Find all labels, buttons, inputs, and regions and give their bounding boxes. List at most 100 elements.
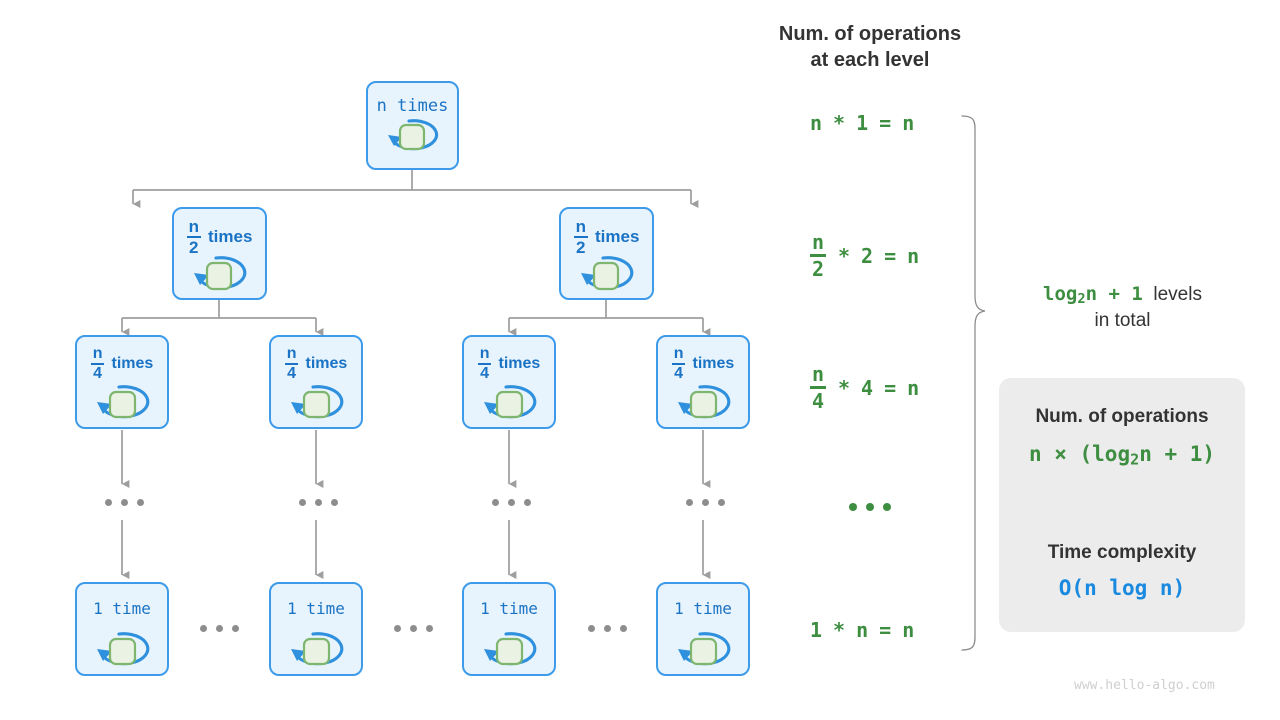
leaf-separator-2 bbox=[588, 625, 627, 632]
node-label: times bbox=[594, 227, 640, 246]
loop-arrow-icon bbox=[678, 385, 731, 419]
dot bbox=[883, 503, 891, 511]
operand-result: n bbox=[902, 618, 915, 642]
node-label: times bbox=[207, 227, 253, 246]
tree-node-level1-0[interactable]: n times bbox=[366, 81, 459, 170]
node-label: times bbox=[498, 354, 541, 372]
fraction-bar bbox=[810, 254, 826, 257]
operations-header-line1: Num. of operations bbox=[778, 23, 962, 45]
equals-sign: = bbox=[879, 618, 892, 642]
operand-result: n bbox=[902, 111, 915, 135]
fraction-denominator: 4 bbox=[287, 364, 297, 382]
fraction-denominator: 2 bbox=[576, 238, 586, 257]
tree-node-level3-1[interactable]: n 4 times bbox=[269, 335, 363, 429]
levels-formula-pre: log bbox=[1043, 283, 1078, 305]
levels-formula: log2n + 1 bbox=[1043, 283, 1143, 307]
dot bbox=[686, 499, 693, 506]
dot bbox=[394, 625, 401, 632]
tree-node-level5-2[interactable]: 1 time bbox=[462, 582, 556, 676]
fraction-bar bbox=[477, 362, 492, 365]
fraction-denominator: 2 bbox=[189, 238, 199, 257]
fraction: n 4 bbox=[90, 344, 105, 382]
fraction: n 4 bbox=[810, 364, 826, 411]
dot bbox=[299, 499, 306, 506]
tree-node-level3-0[interactable]: n 4 times bbox=[75, 335, 169, 429]
multiply-sign: * bbox=[833, 618, 846, 642]
operations-header-line2: at each level bbox=[810, 48, 930, 71]
fraction-denominator: 4 bbox=[93, 364, 103, 382]
fraction-numerator: n bbox=[188, 217, 199, 236]
fraction-denominator: 4 bbox=[674, 364, 684, 382]
fraction-denominator: 4 bbox=[811, 389, 825, 413]
node-label: times bbox=[111, 354, 154, 372]
dot bbox=[508, 499, 515, 506]
node-label: 1 time bbox=[674, 598, 732, 618]
dot bbox=[492, 499, 499, 506]
operand-result: n bbox=[907, 375, 920, 400]
card-title-complexity: Time complexity bbox=[1047, 542, 1197, 564]
node-label: 1 time bbox=[93, 598, 151, 618]
levels-text-after: levels bbox=[1153, 284, 1202, 305]
dot bbox=[426, 625, 433, 632]
fraction-denominator: 4 bbox=[480, 364, 490, 382]
loop-arrow-icon bbox=[581, 256, 634, 291]
tree-node-level3-3[interactable]: n 4 times bbox=[656, 335, 750, 429]
card-formula-complexity: O(n log n) bbox=[1058, 576, 1186, 601]
dot bbox=[200, 625, 207, 632]
loop-arrow-icon bbox=[97, 632, 150, 666]
fraction-numerator: n bbox=[92, 344, 103, 362]
fraction-numerator: n bbox=[286, 344, 297, 362]
multiply-sign: * bbox=[833, 111, 846, 135]
card-formula-operations: n × (log2n + 1) bbox=[1029, 442, 1215, 468]
card-title-operations: Num. of operations bbox=[1035, 406, 1209, 427]
fraction-bar bbox=[671, 362, 686, 365]
card-formula-post: n + 1) bbox=[1139, 442, 1216, 466]
multiply-sign: * bbox=[838, 243, 851, 268]
levels-formula-sub: 2 bbox=[1077, 291, 1086, 307]
operations-row-1: n * 1 = n bbox=[810, 111, 914, 135]
fraction: n 2 bbox=[573, 217, 588, 257]
fraction-bar bbox=[186, 236, 201, 238]
dot bbox=[315, 499, 322, 506]
dot bbox=[604, 625, 611, 632]
fraction: n 2 bbox=[186, 217, 201, 257]
tree-node-level5-1[interactable]: 1 time bbox=[269, 582, 363, 676]
tree-node-level5-0[interactable]: 1 time bbox=[75, 582, 169, 676]
operand-factor: 4 bbox=[861, 375, 874, 400]
tree-node-level2-0[interactable]: n 2 times bbox=[172, 207, 267, 300]
fraction-numerator: n bbox=[811, 230, 825, 254]
tree-ellipsis-3 bbox=[686, 499, 725, 506]
fraction-bar bbox=[284, 362, 299, 365]
operations-header: Num. of operations at each level bbox=[750, 22, 990, 73]
card-formula-sub: 2 bbox=[1130, 450, 1140, 469]
fraction: n 2 bbox=[810, 232, 826, 279]
levels-brace bbox=[961, 115, 986, 651]
node-label: 1 time bbox=[480, 598, 538, 618]
operand-lead: n bbox=[810, 111, 823, 135]
levels-note-line1: log2n + 1 levels bbox=[1010, 282, 1235, 309]
fraction: n 4 bbox=[284, 344, 299, 382]
fraction: n 4 bbox=[477, 345, 492, 382]
operations-row-3: n 4 * 4 = n bbox=[810, 364, 919, 411]
dot bbox=[866, 503, 874, 511]
leaf-separator-0 bbox=[200, 625, 239, 632]
loop-arrow-icon bbox=[484, 632, 537, 666]
card-formula-pre: n × (log bbox=[1028, 442, 1131, 466]
equals-sign: = bbox=[879, 111, 892, 135]
summary-card: Num. of operations n × (log2n + 1) Time … bbox=[999, 378, 1245, 632]
levels-formula-post: n + 1 bbox=[1085, 283, 1143, 305]
tree-node-level2-1[interactable]: n 2 times bbox=[559, 207, 654, 300]
fraction-numerator: n bbox=[575, 217, 586, 236]
fraction-bar bbox=[90, 362, 105, 365]
dot bbox=[524, 499, 531, 506]
watermark: www.hello-algo.com bbox=[1074, 678, 1215, 693]
loop-arrow-icon bbox=[97, 385, 150, 419]
tree-node-level5-3[interactable]: 1 time bbox=[656, 582, 750, 676]
tree-node-level3-2[interactable]: n 4 times bbox=[462, 335, 556, 429]
dot bbox=[410, 625, 417, 632]
fraction-denominator: 2 bbox=[811, 257, 825, 281]
dot bbox=[216, 625, 223, 632]
levels-note: log2n + 1 levels in total bbox=[1010, 282, 1235, 333]
loop-arrow-icon bbox=[484, 385, 537, 419]
